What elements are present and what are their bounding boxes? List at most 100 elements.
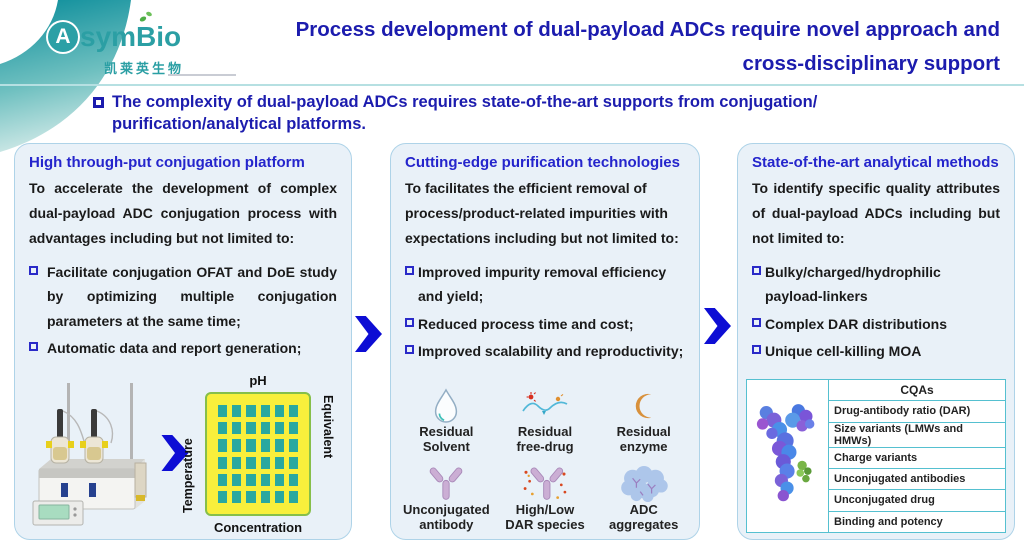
doe-grid-cell xyxy=(260,405,270,418)
doe-label-ph: pH xyxy=(249,373,267,388)
bullet-text: Facilitate conjugation OFAT and DoE stud… xyxy=(47,263,337,329)
bullet-item: Reduced process time and cost; xyxy=(405,312,685,337)
checkbox-bullet-icon xyxy=(752,345,761,355)
checkbox-bullet-icon xyxy=(93,97,104,108)
doe-grid-cell xyxy=(274,473,284,486)
impurity-label-line2: DAR species xyxy=(505,517,585,533)
impurity-adc-aggregates: ADC aggregates xyxy=(596,459,691,533)
doe-parameter-grid: pH Temperature Equivalent Concentration xyxy=(171,373,339,535)
conjugation-reactor-equipment-image xyxy=(32,383,147,526)
intro-line2: purification/analytical platforms. xyxy=(112,114,366,133)
impurity-label-line2: enzyme xyxy=(619,439,668,455)
impurity-label-line1: Residual xyxy=(616,424,671,440)
impurity-label: ADC aggregates xyxy=(608,502,679,533)
checkbox-bullet-icon xyxy=(405,265,414,275)
doe-grid-cell xyxy=(218,422,228,435)
intro-line1: The complexity of dual-payload ADCs requ… xyxy=(112,93,818,111)
cqa-table-row: Size variants (LMWs and HMWs) xyxy=(829,422,1005,448)
free-drug-icon xyxy=(521,387,569,425)
doe-grid-cell xyxy=(246,473,256,486)
logo-underline xyxy=(168,74,236,76)
doe-label-concentration: Concentration xyxy=(213,520,303,535)
dar-species-icon xyxy=(521,465,569,503)
arrow-right-icon xyxy=(704,308,731,344)
impurity-label-line1: ADC xyxy=(629,502,658,518)
panel2-body: To facilitates the efficient removal of … xyxy=(405,180,679,247)
checkbox-bullet-icon xyxy=(405,317,414,327)
doe-grid-cell xyxy=(232,439,242,452)
doe-label-equivalent: Equivalent xyxy=(321,395,335,459)
impurity-label: Residual free-drug xyxy=(516,424,574,455)
doe-grid-cell xyxy=(232,422,242,435)
doe-grid-cell xyxy=(218,439,228,452)
impurity-label: Residual Solvent xyxy=(419,424,474,455)
doe-grid-cell xyxy=(218,405,228,418)
checkbox-bullet-icon xyxy=(29,265,38,275)
droplet-icon xyxy=(429,387,463,425)
impurity-icon-grid: Residual Solvent xyxy=(399,381,691,533)
doe-grid-cell xyxy=(232,490,242,503)
panel3-bullet-list: Bulky/charged/hydrophilic payload-linker… xyxy=(752,260,1000,364)
doe-grid-cell xyxy=(246,439,256,452)
slide-title-line2: cross-disciplinary support xyxy=(742,51,1000,75)
arrow-right-icon xyxy=(355,316,382,352)
cqa-table: CQAs Drug-antibody ratio (DAR) Size vari… xyxy=(746,379,1006,533)
bullet-text: Reduced process time and cost; xyxy=(418,315,634,332)
panel1-illustration-area: pH Temperature Equivalent Concentration xyxy=(25,373,341,535)
panel-purification-technologies: Cutting-edge purification technologies T… xyxy=(390,143,700,540)
doe-grid-cell xyxy=(232,405,242,418)
impurity-label-line2: Solvent xyxy=(422,439,470,455)
intro-text: The complexity of dual-payload ADCs requ… xyxy=(112,92,817,136)
bullet-text: Bulky/charged/hydrophilic payload-linker… xyxy=(765,263,941,305)
enzyme-icon xyxy=(626,387,662,425)
bullet-item: Facilitate conjugation OFAT and DoE stud… xyxy=(29,260,337,334)
doe-grid-cell xyxy=(288,439,298,452)
doe-grid-cell xyxy=(288,490,298,503)
impurity-high-low-dar: High/Low DAR species xyxy=(498,459,593,533)
impurity-label: High/Low DAR species xyxy=(505,502,585,533)
impurity-label: Residual enzyme xyxy=(616,424,671,455)
logo-a-icon: A xyxy=(46,20,80,54)
checkbox-bullet-icon xyxy=(29,342,38,352)
arrow-right-icon xyxy=(161,435,189,471)
checkbox-bullet-icon xyxy=(405,345,414,355)
doe-grid-cell xyxy=(246,405,256,418)
cqa-table-rows: CQAs Drug-antibody ratio (DAR) Size vari… xyxy=(829,380,1005,532)
slide-title-line1: Process development of dual-payload ADCs… xyxy=(295,18,1000,41)
doe-grid-cell xyxy=(260,473,270,486)
logo-leaf-icon xyxy=(139,11,152,22)
bullet-item: Unique cell-killing MOA xyxy=(752,339,1000,364)
panel-analytical-methods: State-of-the-art analytical methods To i… xyxy=(737,143,1015,540)
panel3-title: State-of-the-art analytical methods xyxy=(752,154,999,171)
impurity-label: Unconjugated antibody xyxy=(403,502,490,533)
impurity-label-line1: Residual xyxy=(419,424,474,440)
panel-conjugation-platform: High through-put conjugation platform To… xyxy=(14,143,352,540)
doe-grid-cell xyxy=(288,473,298,486)
doe-grid-cell xyxy=(274,439,284,452)
doe-grid-cell xyxy=(218,456,228,469)
doe-grid-cell xyxy=(274,405,284,418)
panel3-body: To identify specific quality attributes … xyxy=(752,180,1000,247)
cqa-table-row: Binding and potency xyxy=(829,511,1005,532)
doe-grid-cell xyxy=(218,473,228,486)
impurity-label-line2: free-drug xyxy=(516,439,574,455)
intro-bullet: The complexity of dual-payload ADCs requ… xyxy=(93,92,1008,136)
doe-grid-cell xyxy=(260,439,270,452)
panel2-bullet-list: Improved impurity removal efficiency and… xyxy=(405,260,685,364)
doe-grid-cell xyxy=(232,473,242,486)
adc-molecule-image xyxy=(747,380,829,532)
impurity-label-line2: antibody xyxy=(419,517,474,533)
doe-grid-cell xyxy=(288,422,298,435)
doe-grid-cell xyxy=(218,490,228,503)
logo-chinese-subtext: 凯莱英生物 xyxy=(104,61,185,76)
panel2-title: Cutting-edge purification technologies xyxy=(405,154,680,171)
antibody-icon xyxy=(424,465,468,503)
asymbio-logo: A symBio xyxy=(46,20,181,54)
impurity-residual-enzyme: Residual enzyme xyxy=(596,381,691,455)
impurity-label-line2: aggregates xyxy=(608,517,679,533)
panel1-bullet-list: Facilitate conjugation OFAT and DoE stud… xyxy=(29,260,337,361)
bullet-text: Unique cell-killing MOA xyxy=(765,343,922,360)
logo-brand-text: symBio xyxy=(80,21,182,52)
bullet-text: Improved scalability and reproductivity; xyxy=(418,343,684,360)
